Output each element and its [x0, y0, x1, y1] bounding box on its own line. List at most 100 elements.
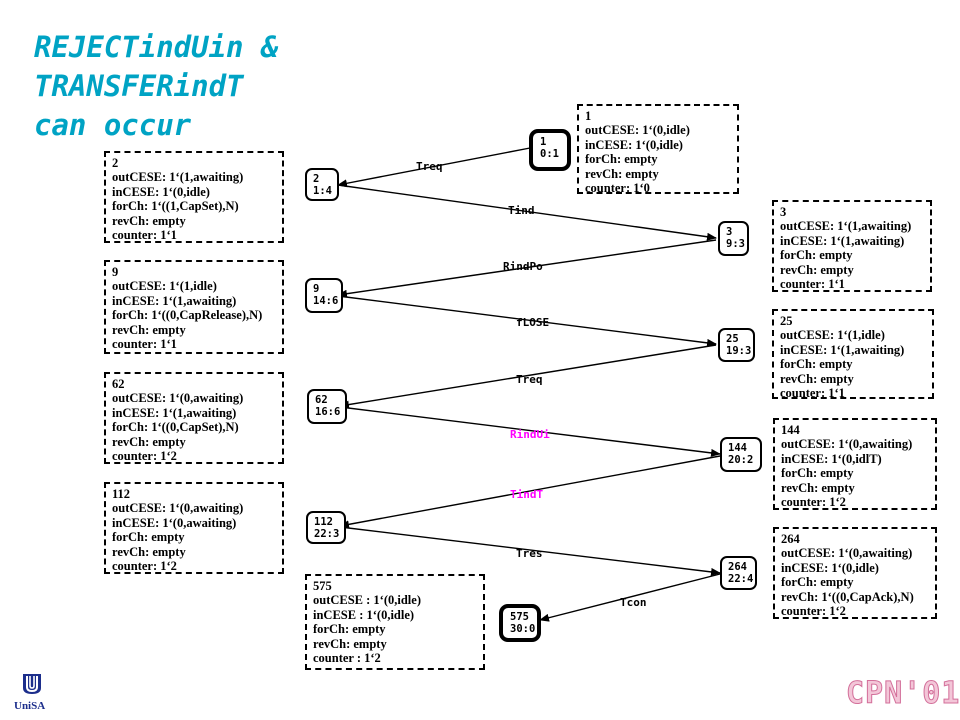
node-id: 9 — [313, 283, 320, 295]
title-line-1: REJECTindUin & — [34, 30, 279, 64]
marking-line: outCESE: 1‘(0,awaiting) — [781, 546, 913, 561]
node-sub: 20:2 — [728, 454, 754, 466]
marking-line: outCESE: 1‘(0,awaiting) — [781, 437, 913, 452]
marking-line: forCh: empty — [112, 530, 185, 545]
marking-line: revCh: empty — [112, 322, 186, 337]
marking-line: outCESE: 1‘(1,idle) — [780, 328, 885, 343]
node-sub: 0:1 — [540, 148, 559, 160]
marking-line: counter: 1‘0 — [585, 181, 650, 196]
marking-line: counter : 1‘2 — [313, 651, 381, 666]
arc-label: Treq — [416, 160, 443, 173]
arc-25-62 — [339, 344, 717, 409]
marking-id: 62 — [112, 377, 125, 391]
state-node-9: 9 14:6 — [305, 278, 343, 313]
arc-label: Treq — [516, 373, 543, 386]
marking-box-1: 1 outCESE: 1‘(0,idle) inCESE: 1‘(0,idle)… — [577, 104, 739, 196]
node-id: 1 — [540, 136, 547, 148]
state-node-25: 25 19:3 — [718, 328, 755, 362]
marking-id: 112 — [112, 487, 131, 501]
marking-line: counter: 1‘2 — [112, 559, 177, 574]
marking-line: inCESE: 1‘(0,idle) — [585, 137, 683, 152]
marking-id: 3 — [780, 205, 787, 219]
marking-line: inCESE: 1‘(0,idle) — [112, 184, 210, 199]
marking-line: revCh: empty — [313, 636, 387, 651]
node-id: 3 — [726, 226, 733, 238]
arc-9-25 — [337, 295, 717, 347]
node-sub: 9:3 — [726, 238, 745, 250]
marking-line: revCh: empty — [112, 213, 186, 228]
node-sub: 14:6 — [313, 295, 339, 307]
marking-line: outCESE: 1‘(0,awaiting) — [112, 501, 244, 516]
marking-line: counter: 1‘2 — [781, 495, 846, 510]
node-sub: 16:6 — [315, 406, 341, 418]
marking-line: inCESE: 1‘(0,awaiting) — [112, 515, 237, 530]
marking-line: revCh: empty — [112, 544, 186, 559]
arc-label: Tcon — [620, 596, 647, 609]
node-id: 575 — [510, 611, 529, 623]
unisa-logo-icon — [23, 674, 41, 694]
marking-box-112: 112 outCESE: 1‘(0,awaiting) inCESE: 1‘(0… — [104, 482, 284, 574]
state-node-575: 575 30:0 — [499, 604, 541, 642]
marking-line: counter: 1‘2 — [781, 604, 846, 619]
arc-label: Tres — [516, 547, 543, 560]
marking-id: 575 — [313, 579, 332, 593]
marking-line: counter: 1‘2 — [112, 449, 177, 464]
arc-1-2 — [337, 147, 531, 188]
marking-line: inCESE: 1‘(1,awaiting) — [112, 405, 237, 420]
marking-line: inCESE : 1‘(0,idle) — [313, 607, 415, 622]
unisa-logo-text: UniSA — [14, 700, 46, 712]
marking-line: forCh: empty — [780, 357, 853, 372]
unisa-logo: UniSA — [14, 672, 50, 712]
marking-line: revCh: empty — [780, 371, 854, 386]
arc-62-144 — [339, 406, 721, 457]
marking-line: inCESE: 1‘(1,awaiting) — [780, 342, 905, 357]
marking-line: inCESE: 1‘(0,idlT) — [781, 451, 882, 466]
marking-box-9: 9 outCESE: 1‘(1,idle) inCESE: 1‘(1,await… — [104, 260, 284, 354]
marking-line: counter: 1‘1 — [780, 277, 845, 292]
marking-line: outCESE: 1‘(0,awaiting) — [112, 391, 244, 406]
marking-line: forCh: empty — [781, 575, 854, 590]
arc-label: Tind — [508, 204, 535, 217]
node-sub: 1:4 — [313, 185, 332, 197]
marking-box-575: 575 outCESE : 1‘(0,idle) inCESE : 1‘(0,i… — [305, 574, 485, 670]
arc-264-575 — [539, 573, 721, 622]
marking-line: forCh: 1‘((0,CapSet),N) — [112, 420, 239, 435]
marking-line: counter: 1‘1 — [112, 228, 177, 243]
marking-box-25: 25 outCESE: 1‘(1,idle) inCESE: 1‘(1,awai… — [772, 309, 934, 401]
arc-label-highlight: RindUi — [510, 428, 550, 441]
cpn01-logo: CPN'01 — [845, 676, 960, 712]
title-line-3: can occur — [34, 108, 192, 142]
marking-line: counter: 1‘1 — [112, 337, 177, 352]
marking-line: outCESE: 1‘(1,awaiting) — [780, 219, 912, 234]
marking-id: 2 — [112, 156, 119, 170]
node-id: 112 — [314, 516, 333, 528]
node-id: 62 — [315, 394, 328, 406]
title-line-2: TRANSFERindT — [34, 69, 244, 103]
arc-label: RindPo — [503, 260, 543, 273]
marking-line: revCh: 1‘((0,CapAck),N) — [781, 589, 914, 604]
marking-id: 264 — [781, 532, 800, 546]
node-sub: 22:3 — [314, 528, 340, 540]
node-sub: 30:0 — [510, 623, 536, 635]
marking-line: inCESE: 1‘(1,awaiting) — [112, 293, 237, 308]
node-sub: 19:3 — [726, 345, 752, 357]
marking-line: outCESE : 1‘(0,idle) — [313, 593, 421, 608]
marking-box-264: 264 outCESE: 1‘(0,awaiting) inCESE: 1‘(0… — [773, 527, 937, 619]
marking-line: outCESE: 1‘(1,idle) — [112, 279, 217, 294]
marking-box-2: 2 outCESE: 1‘(1,awaiting) inCESE: 1‘(0,i… — [104, 151, 284, 243]
marking-line: revCh: empty — [585, 166, 659, 181]
marking-line: counter: 1‘1 — [780, 386, 845, 401]
marking-box-144: 144 outCESE: 1‘(0,awaiting) inCESE: 1‘(0… — [773, 418, 937, 510]
marking-line: revCh: empty — [781, 480, 855, 495]
arc-label: fLOSE — [516, 316, 549, 329]
marking-line: forCh: 1‘((0,CapRelease),N) — [112, 308, 263, 323]
arc-112-264 — [339, 526, 721, 576]
state-node-112: 112 22:3 — [306, 511, 346, 544]
node-sub: 22:4 — [728, 573, 754, 585]
marking-line: forCh: 1‘((1,CapSet),N) — [112, 199, 239, 214]
marking-line: inCESE: 1‘(1,awaiting) — [780, 233, 905, 248]
marking-line: revCh: empty — [780, 262, 854, 277]
state-node-264: 264 22:4 — [720, 556, 757, 590]
marking-line: forCh: empty — [780, 248, 853, 263]
